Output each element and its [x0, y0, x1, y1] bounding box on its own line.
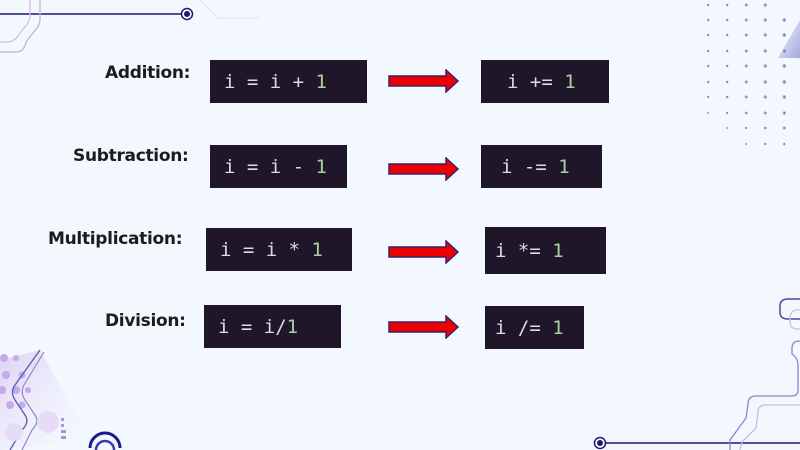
right-arrow-icon	[388, 240, 460, 264]
code-number: 1	[315, 70, 327, 93]
code-number: 1	[552, 316, 564, 339]
code-expr: i = i *	[220, 238, 312, 261]
right-arrow-icon	[388, 157, 460, 181]
code-after-division: i /= 1	[485, 306, 584, 349]
right-arrow-icon	[388, 69, 460, 93]
right-arrow-icon	[388, 315, 460, 339]
code-after-addition: i += 1	[481, 60, 609, 103]
code-number: 1	[558, 155, 570, 178]
code-number: 1	[552, 239, 564, 262]
label-addition: Addition:	[105, 63, 191, 83]
decorative-dot-grid	[706, 3, 800, 146]
code-after-subtraction: i -= 1	[481, 145, 602, 188]
code-expr: i = i +	[224, 70, 316, 93]
label-division: Division:	[105, 311, 186, 331]
code-number: 1	[564, 70, 576, 93]
code-number: 1	[315, 155, 327, 178]
code-before-multiplication: i = i * 1	[206, 228, 352, 271]
code-expr: i = i/	[218, 315, 287, 338]
code-expr: i +=	[507, 70, 565, 93]
label-subtraction: Subtraction:	[73, 146, 189, 166]
decorative-circuit-bottom-left	[0, 349, 122, 450]
code-expr: i = i -	[224, 155, 316, 178]
label-multiplication: Multiplication:	[48, 229, 183, 249]
code-number: 1	[311, 238, 323, 261]
code-before-division: i = i/1	[204, 305, 341, 348]
code-expr: i -=	[501, 155, 559, 178]
decorative-circuit-bottom-right	[593, 298, 800, 450]
code-expr: i /=	[495, 316, 553, 339]
code-after-multiplication: i *= 1	[485, 227, 606, 274]
code-before-subtraction: i = i - 1	[210, 145, 347, 188]
decorative-circuit-top-left	[0, 0, 260, 53]
code-expr: i *=	[495, 239, 553, 262]
code-number: 1	[286, 315, 299, 338]
code-before-addition: i = i + 1	[210, 60, 367, 103]
